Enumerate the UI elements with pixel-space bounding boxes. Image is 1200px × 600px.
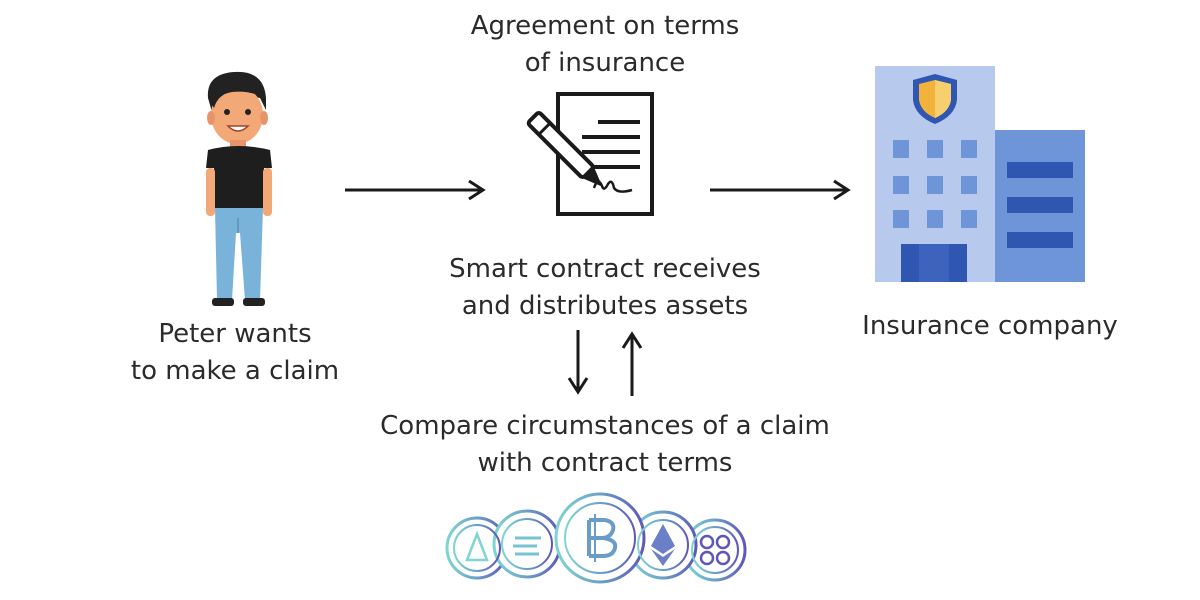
peter-line-1: Peter wants <box>158 319 312 349</box>
contract-icon <box>526 92 654 216</box>
peter-line-2: to make a claim <box>130 356 340 386</box>
agreement-label: Agreement on terms of insurance <box>430 8 780 82</box>
agreement-line-1: Agreement on terms <box>470 11 740 41</box>
crypto-coins-icon <box>445 492 747 584</box>
arrow-right-2 <box>710 179 851 201</box>
compare-label: Compare circumstances of a claim with co… <box>380 408 830 482</box>
arrow-up <box>621 331 643 396</box>
insurance-line-1: Insurance company <box>862 311 1118 341</box>
compare-line-2: with contract terms <box>477 448 733 478</box>
agreement-line-2: of insurance <box>524 48 686 78</box>
smart-contract-line-2: and distributes assets <box>461 291 749 321</box>
compare-line-1: Compare circumstances of a claim <box>380 411 830 441</box>
building-icon <box>875 66 1085 282</box>
smart-contract-label: Smart contract receives and distributes … <box>420 251 790 325</box>
peter-label: Peter wants to make a claim <box>110 316 360 390</box>
insurance-label: Insurance company <box>850 308 1130 345</box>
arrow-right-1 <box>345 179 486 201</box>
arrow-down <box>567 330 589 395</box>
smart-contract-line-1: Smart contract receives <box>449 254 761 284</box>
person-icon <box>206 71 272 306</box>
